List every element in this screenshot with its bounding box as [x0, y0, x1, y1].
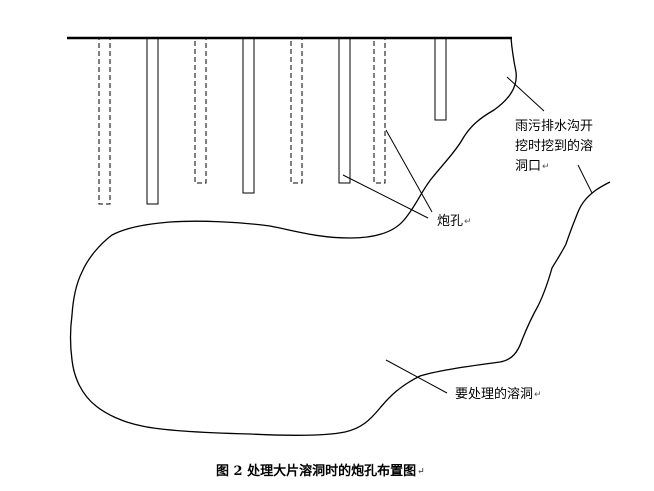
return-mark: ↵: [417, 467, 425, 477]
return-mark: ↵: [534, 390, 542, 400]
leader-line-blast-hole-2: [385, 129, 433, 213]
figure-caption: 图 2 处理大片溶洞时的炮孔布置图↵: [216, 460, 425, 479]
blast-hole-dashed: [290, 37, 303, 184]
blast-hole-dashed: [373, 37, 386, 184]
blast-hole-dashed: [194, 37, 207, 184]
leader-line-rain-drain-2: [577, 164, 593, 194]
leader-line-cave: [385, 359, 448, 394]
label-rain-drain-line-1: 雨污排水沟开: [515, 119, 594, 134]
label-rain-drain-cave-mouth: 雨污排水沟开 挖时挖到的溶 洞口↵: [515, 117, 593, 177]
cave-outline: [69, 37, 611, 436]
blast-hole-solid: [146, 37, 159, 205]
blast-hole-dashed: [98, 37, 111, 205]
label-blast-hole: 炮孔↵: [437, 212, 472, 232]
blast-hole-solid: [434, 37, 447, 121]
return-mark: ↵: [542, 162, 550, 172]
blast-hole-solid: [338, 37, 351, 184]
blast-hole-solid: [242, 37, 255, 194]
label-rain-drain-line-3: 洞口: [515, 159, 542, 174]
label-cave-to-treat: 要处理的溶洞↵: [455, 385, 542, 405]
label-rain-drain-line-2: 挖时挖到的溶: [515, 139, 594, 154]
return-mark: ↵: [464, 217, 472, 227]
figure-caption-text: 图 2 处理大片溶洞时的炮孔布置图: [216, 464, 417, 479]
leader-line-blast-hole-1: [342, 174, 429, 219]
label-cave-text: 要处理的溶洞: [455, 387, 534, 402]
leader-line-rain-drain: [506, 76, 545, 112]
label-blast-hole-text: 炮孔: [437, 214, 464, 229]
label-rain-drain-line-3-wrap: 洞口↵: [515, 157, 593, 177]
